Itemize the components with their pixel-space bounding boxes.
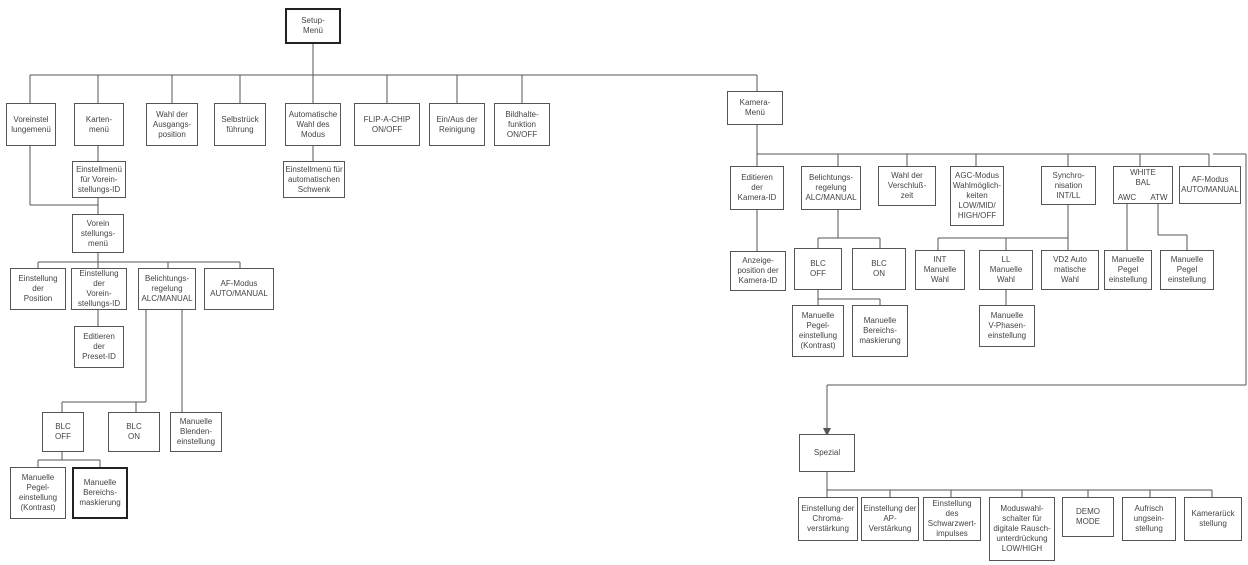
white-bal-awc: AWC (1117, 193, 1137, 202)
white-bal-label: WHITE BAL (1130, 168, 1156, 187)
node-synchronisation: Synchro- nisation INT/LL (1041, 166, 1096, 205)
node-voreinstellungs-menue: Vorein stellungs- menü (72, 214, 124, 253)
node-kamerarueckstellung: Kamerarück stellung (1184, 497, 1242, 541)
node-blc-off-left: BLC OFF (42, 412, 84, 452)
node-manuelle-blende: Manuelle Blenden- einstellung (170, 412, 222, 452)
node-anzeigeposition-kamera-id: Anzeige- position der Kamera-ID (730, 251, 786, 291)
node-belichtung-left: Belichtungs- regelung ALC/MANUAL (138, 268, 196, 310)
node-selbstrueckfuehrung: Selbstrück führung (214, 103, 266, 146)
node-manuelle-vphase: Manuelle V-Phasen- einstellung (979, 305, 1035, 347)
node-white-bal: WHITE BAL (1113, 166, 1173, 204)
node-belichtung-right: Belichtungs- regelung ALC/MANUAL (801, 166, 861, 210)
node-einstellung-position: Einstellung der Position (10, 268, 66, 310)
node-voreinstellungsmenue: Voreinstel lungemenü (6, 103, 56, 146)
node-ll-manuelle-wahl: LL Manuelle Wahl (979, 250, 1033, 290)
node-ein-aus-reinigung: Ein/Aus der Reinigung (429, 103, 485, 146)
node-manuelle-bereich-right: Manuelle Bereichs- maskierung (852, 305, 908, 357)
node-blc-on-left: BLC ON (108, 412, 160, 452)
node-schwarzwert-impuls: Einstellung des Schwarzwert- impulses (923, 497, 981, 541)
node-vd2-automatische-wahl: VD2 Auto matische Wahl (1041, 250, 1099, 290)
node-manuelle-pegel-wb1: Manuelle Pegel einstellung (1104, 250, 1152, 290)
node-blc-off-right: BLC OFF (794, 248, 842, 290)
node-chroma-verstaerkung: Einstellung der Chroma- verstärkung (798, 497, 858, 541)
node-demo-mode: DEMO MODE (1062, 497, 1114, 537)
node-setup-menu: Setup- Menü (285, 8, 341, 44)
node-kamera-menue: Kamera- Menü (727, 91, 783, 125)
node-af-modus-right: AF-Modus AUTO/MANUAL (1179, 166, 1241, 204)
node-einstellmenue-vorein-id: Einstellmenü für Vorein- stellungs-ID (72, 161, 126, 198)
arrow-head (823, 428, 831, 436)
node-manuelle-pegel-left: Manuelle Pegel- einstellung (Kontrast) (10, 467, 66, 519)
node-manuelle-bereich-left: Manuelle Bereichs- maskierung (72, 467, 128, 519)
node-automatische-wahl: Automatische Wahl des Modus (285, 103, 341, 146)
node-manuelle-pegel-right: Manuelle Pegel- einstellung (Kontrast) (792, 305, 844, 357)
node-einstellung-vorein-id: Einstellung der Vorein- stellungs-ID (71, 268, 127, 310)
white-bal-atw: ATW (1150, 193, 1168, 202)
node-ap-verstaerkung: Einstellung der AP- Verstärkung (861, 497, 919, 541)
node-bildhaltefunktion: Bildhalte- funktion ON/OFF (494, 103, 550, 146)
node-kartenmenue: Karten- menü (74, 103, 124, 146)
node-wahl-verschlusszeit: Wahl der Verschluß- zeit (878, 166, 936, 206)
node-aufrischungseinstellung: Aufrisch ungsein- stellung (1122, 497, 1176, 541)
node-editieren-preset-id: Editieren der Preset-ID (74, 326, 124, 368)
node-agc-modus: AGC-Modus Wahlmöglich- keiten LOW/MID/ H… (950, 166, 1004, 226)
node-einstellmenue-auto-schwenk: Einstellmenü für automatischen Schwenk (283, 161, 345, 198)
node-wahl-ausgangsposition: Wahl der Ausgangs- position (146, 103, 198, 146)
node-manuelle-pegel-wb2: Manuelle Pegel einstellung (1160, 250, 1214, 290)
node-moduswahl-rauschunterdrueckung: Moduswahl- schalter für digitale Rausch-… (989, 497, 1055, 561)
node-editieren-kamera-id: Editieren der Kamera-ID (730, 166, 784, 210)
node-flip-a-chip: FLIP-A-CHIP ON/OFF (354, 103, 420, 146)
node-spezial: Spezial (799, 434, 855, 472)
node-af-modus-left: AF-Modus AUTO/MANUAL (204, 268, 274, 310)
node-blc-on-right: BLC ON (852, 248, 906, 290)
node-int-manuelle-wahl: INT Manuelle Wahl (915, 250, 965, 290)
